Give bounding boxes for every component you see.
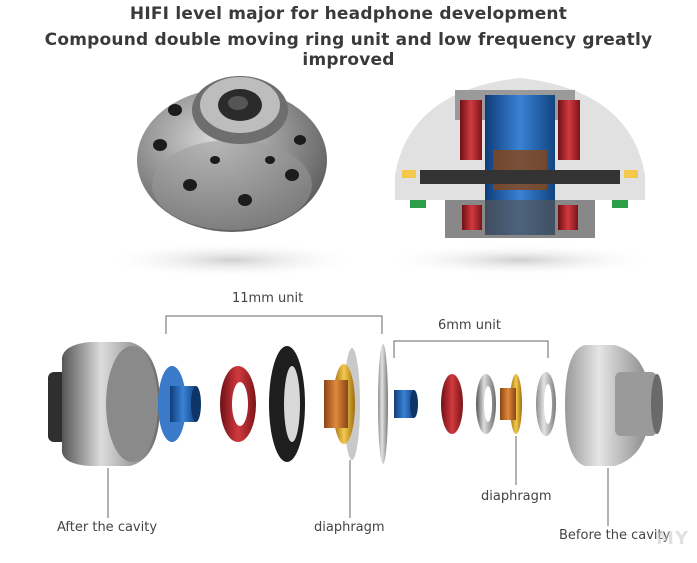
silver-washer-small	[476, 374, 496, 434]
label-6mm-unit: 6mm unit	[438, 318, 501, 333]
label-before-cavity: Before the cavity	[559, 528, 671, 543]
blue-pole-piece-small	[394, 390, 418, 418]
bracket-6mm	[393, 340, 549, 358]
red-magnet-ring-small	[441, 374, 463, 434]
assembled-driver-render	[102, 76, 362, 278]
clear-spacer-ring	[536, 372, 556, 436]
black-silver-washer	[269, 346, 305, 462]
red-magnet-ring-large	[220, 366, 256, 442]
main-diaphragm-assembly	[324, 348, 360, 460]
front-cavity-shell	[565, 345, 663, 466]
thin-spacer-ring-large	[378, 344, 388, 464]
cutaway-driver-render	[380, 78, 660, 276]
label-diaphragm-small: diaphragm	[481, 489, 552, 504]
page-subtitle: Compound double moving ring unit and low…	[44, 30, 653, 70]
label-after-cavity: After the cavity	[57, 520, 158, 535]
label-diaphragm-main: diaphragm	[314, 520, 385, 535]
blue-pole-piece-large	[158, 366, 201, 442]
watermark: MY	[656, 528, 689, 549]
rear-cavity-shell	[48, 342, 160, 466]
small-diaphragm-assembly	[500, 374, 522, 434]
label-11mm-unit: 11mm unit	[232, 291, 304, 306]
page-title: HIFI level major for headphone developme…	[129, 4, 568, 24]
bracket-11mm	[165, 315, 383, 334]
